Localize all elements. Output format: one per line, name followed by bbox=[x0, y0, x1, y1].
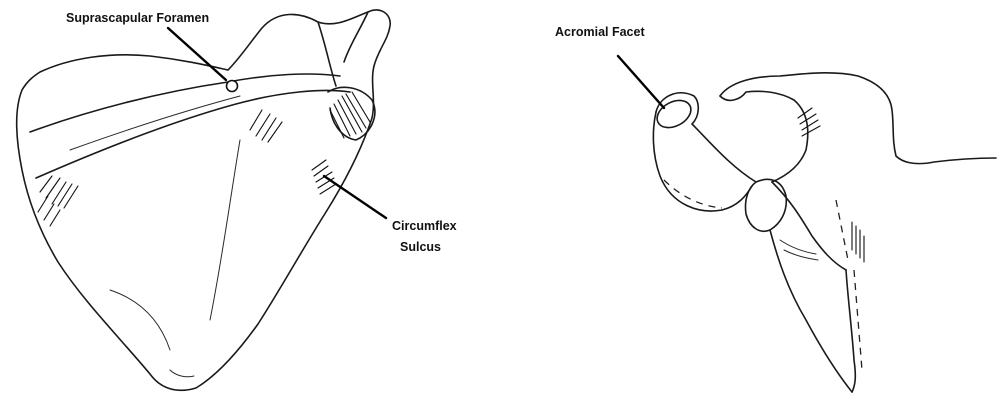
circumflex-sulcus-label-line1: Circumflex bbox=[392, 219, 457, 233]
scapula-dorsal-view bbox=[17, 10, 390, 390]
circumflex-sulcus-leader bbox=[324, 176, 386, 218]
suprascapular-foramen-hole bbox=[227, 81, 238, 92]
circumflex-sulcus-label-line2: Sulcus bbox=[400, 240, 441, 254]
scapula-lateral-view bbox=[652, 73, 996, 392]
suprascapular-foramen-leader bbox=[168, 28, 226, 80]
acromial-facet-label: Acromial Facet bbox=[555, 25, 645, 39]
acromial-facet-leader bbox=[618, 56, 664, 108]
suprascapular-foramen-label: Suprascapular Foramen bbox=[66, 11, 209, 25]
